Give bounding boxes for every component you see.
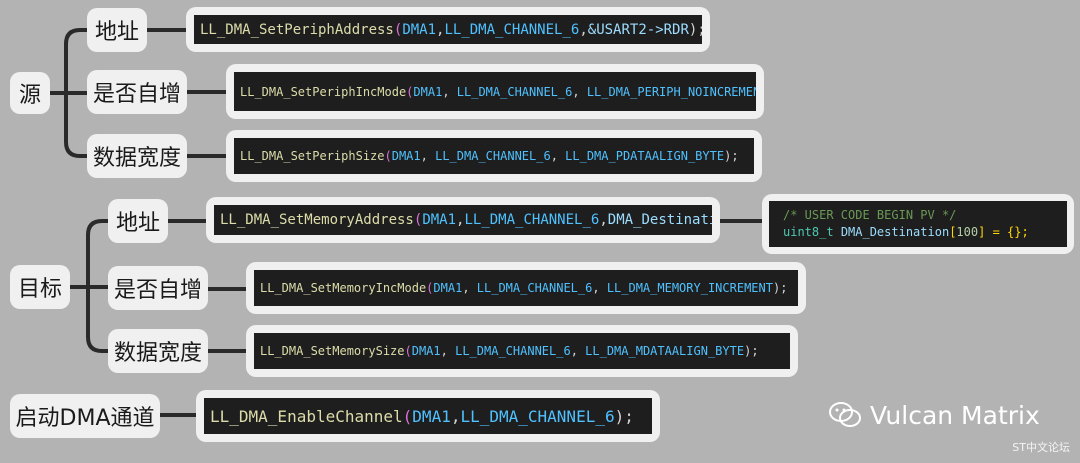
code-comment: /* USER CODE BEGIN PV */ xyxy=(783,208,957,222)
watermark: Vulcan Matrix xyxy=(828,400,1040,430)
source-increment-code: LL_DMA_SetPeriphIncMode(DMA1, LL_DMA_CHA… xyxy=(226,64,764,119)
enable-channel-code: LL_DMA_EnableChannel(DMA1,LL_DMA_CHANNEL… xyxy=(196,390,660,442)
function-name: LL_DMA_SetMemorySize xyxy=(260,344,405,358)
source-address-code: LL_DMA_SetPeriphAddress(DMA1,LL_DMA_CHAN… xyxy=(186,7,710,52)
code-tail: ); xyxy=(614,406,634,426)
function-name: LL_DMA_SetPeriphAddress xyxy=(200,21,394,38)
code-arg: DMA1 xyxy=(433,281,463,295)
code-tail: ); xyxy=(744,344,759,358)
destination-width-node: 数据宽度 xyxy=(108,329,208,373)
code-arg: LL_DMA_MDATAALIGN_BYTE xyxy=(585,344,745,358)
variable-name: DMA_Destination xyxy=(840,225,950,239)
code-arg: LL_DMA_PDATAALIGN_BYTE xyxy=(565,149,725,163)
destination-address-node: 地址 xyxy=(108,199,168,243)
forum-watermark: ST中文论坛 xyxy=(1012,441,1070,454)
function-name: LL_DMA_SetPeriphSize xyxy=(240,149,385,163)
wechat-icon xyxy=(829,402,861,427)
code-arg: LL_DMA_CHANNEL_6 xyxy=(455,344,571,358)
destination-node: 目标 xyxy=(10,265,70,309)
type-name: uint8_t xyxy=(783,225,834,239)
initializer: = {}; xyxy=(992,225,1029,239)
code-arg: DMA_Destination xyxy=(607,212,712,228)
destination-increment-code: LL_DMA_SetMemoryIncMode(DMA1, LL_DMA_CHA… xyxy=(246,262,806,314)
function-name: LL_DMA_SetMemoryAddress xyxy=(220,212,414,228)
code-arg: LL_DMA_MEMORY_INCREMENT xyxy=(606,281,773,295)
code-arg: LL_DMA_CHANNEL_6 xyxy=(435,149,551,163)
source-address-node: 地址 xyxy=(87,8,147,52)
function-name: LL_DMA_SetPeriphIncMode xyxy=(240,84,407,99)
code-tail: ); xyxy=(688,21,702,38)
code-arg: LL_DMA_CHANNEL_6 xyxy=(464,212,600,228)
code-arg: DMA1 xyxy=(412,406,451,426)
enable-channel-node: 启动DMA通道 xyxy=(10,394,160,438)
array-size: 100 xyxy=(956,225,979,239)
source-node: 源 xyxy=(10,72,50,114)
code-arg: DMA1 xyxy=(411,344,441,358)
code-arg: &USART2->RDR xyxy=(587,21,689,38)
destination-buffer-code: /* USER CODE BEGIN PV */ uint8_t DMA_Des… xyxy=(762,194,1074,254)
source-width-code: LL_DMA_SetPeriphSize(DMA1, LL_DMA_CHANNE… xyxy=(226,130,762,182)
code-arg: LL_DMA_CHANNEL_6 xyxy=(456,84,573,99)
destination-address-code: LL_DMA_SetMemoryAddress(DMA1,LL_DMA_CHAN… xyxy=(206,197,720,243)
source-increment-node: 是否自增 xyxy=(87,70,187,114)
code-arg: DMA1 xyxy=(422,212,457,228)
function-name: LL_DMA_SetMemoryIncMode xyxy=(260,281,427,295)
watermark-text: Vulcan Matrix xyxy=(870,400,1040,430)
destination-increment-node: 是否自增 xyxy=(108,266,208,310)
code-arg: LL_DMA_CHANNEL_6 xyxy=(460,406,615,426)
code-tail: ); xyxy=(772,281,788,295)
code-arg: LL_DMA_CHANNEL_6 xyxy=(444,21,580,38)
function-name: LL_DMA_EnableChannel xyxy=(210,406,403,426)
code-arg: LL_DMA_CHANNEL_6 xyxy=(476,281,593,295)
code-arg: DMA1 xyxy=(391,149,421,163)
code-arg: LL_DMA_PERIPH_NOINCREMENT xyxy=(586,84,756,99)
code-tail: ); xyxy=(724,149,739,163)
destination-width-code: LL_DMA_SetMemorySize(DMA1, LL_DMA_CHANNE… xyxy=(246,325,798,377)
source-width-node: 数据宽度 xyxy=(87,134,187,178)
code-arg: DMA1 xyxy=(402,21,437,38)
code-arg: DMA1 xyxy=(413,84,443,99)
